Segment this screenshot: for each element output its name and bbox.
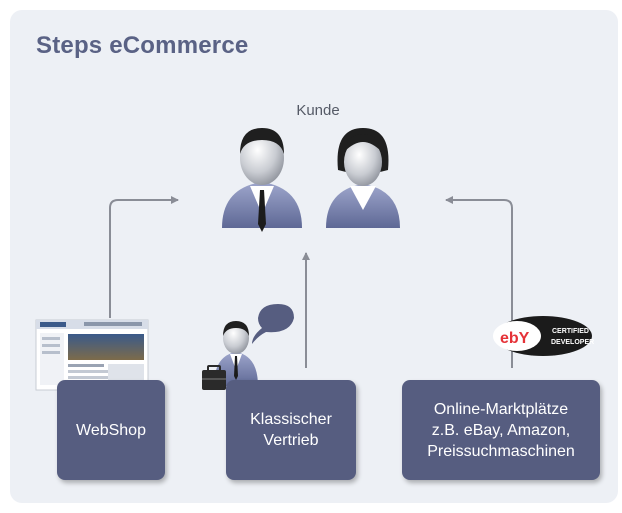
online-marketplaces-line1: Online-Marktplätze (433, 400, 569, 418)
ebay-badge-line2: DEVELOPER (551, 339, 594, 346)
arrow-online-to-customer (445, 196, 513, 368)
classic-sales-line2: Vertrieb (263, 432, 319, 449)
speech-bubble-icon (252, 304, 294, 344)
ebay-certified-developer-badge: ebY CERTIFIED DEVELOPER (493, 316, 594, 356)
classic-sales-box: Klassischer Vertrieb (226, 380, 356, 480)
webshop-box-label: WebShop (76, 421, 146, 439)
online-marketplaces-line2: z.B. eBay, Amazon, (431, 421, 571, 439)
online-marketplaces-box: Online-Marktplätze z.B. eBay, Amazon, Pr… (402, 380, 600, 480)
ebay-badge-line1: CERTIFIED (552, 328, 589, 335)
arrow-webshop-to-customer (109, 196, 179, 318)
diagram-title: Steps eCommerce (36, 32, 249, 59)
customer-label: Kunde (296, 102, 340, 119)
ebay-logo-text: ebY (500, 330, 530, 347)
online-marketplaces-line3: Preissuchmaschinen (427, 442, 575, 460)
webshop-box: WebShop (57, 380, 165, 480)
customer-man-icon (222, 128, 302, 232)
customer-woman-icon (326, 128, 400, 228)
salesman-icon (202, 321, 258, 390)
webshop-screenshot-thumbnail (35, 319, 149, 391)
classic-sales-line1: Klassischer (250, 411, 332, 428)
